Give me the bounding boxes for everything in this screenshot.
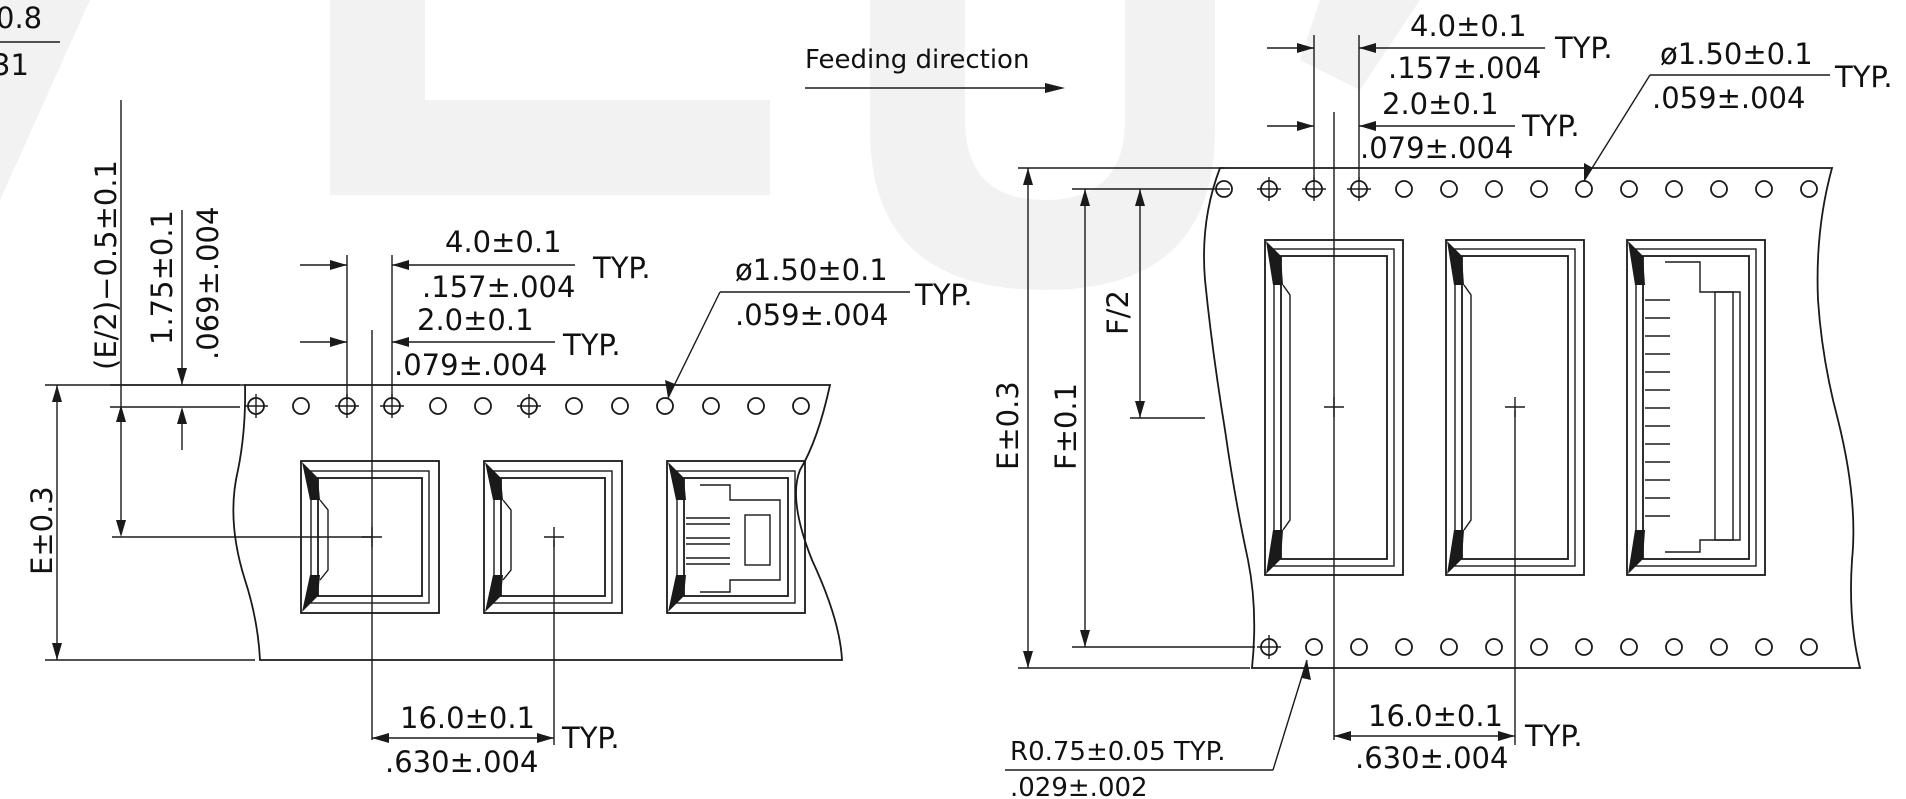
right-bottom-sprocket-holes <box>1257 635 1818 659</box>
left-half-pitch-in: .079±.004 <box>394 348 547 382</box>
right-cavity-pitch-typ: TYP. <box>1524 719 1583 753</box>
feeding-direction-label: Feeding direction <box>805 45 1029 75</box>
left-tape-outline <box>232 384 843 661</box>
right-tape-outline <box>1203 167 1862 669</box>
right-half-f-label: F/2 <box>1101 290 1135 335</box>
left-hole-dia-typ: TYP. <box>914 278 973 312</box>
left-hole-dia-mm: ø1.50±0.1 <box>735 253 888 287</box>
left-half-pitch-mm: 2.0±0.1 <box>417 303 534 337</box>
left-offset-label: (E/2)−0.5±0.1 <box>89 160 123 370</box>
right-pitch-mm: 4.0±0.1 <box>1410 9 1527 43</box>
left-cavity-pitch-mm: 16.0±0.1 <box>400 701 535 735</box>
left-pitch-mm: 4.0±0.1 <box>445 225 562 259</box>
left-clipped-label-1: 0.8 <box>0 1 42 35</box>
left-pitch-in: .157±.004 <box>422 270 575 304</box>
left-half-pitch-typ: TYP. <box>562 328 621 362</box>
right-cavity-3-connector <box>1626 239 1766 576</box>
watermark <box>0 0 1420 290</box>
right-half-pitch-in: .079±.004 <box>1360 131 1513 165</box>
right-f-label: F±0.1 <box>1049 383 1083 470</box>
right-width-label: E±0.3 <box>991 381 1025 470</box>
right-half-pitch-mm: 2.0±0.1 <box>1382 87 1499 121</box>
right-cavity-pitch-in: .630±.004 <box>1355 741 1508 775</box>
right-hole-dia-typ: TYP. <box>1834 60 1893 94</box>
right-radius-in: .029±.002 <box>1010 773 1148 799</box>
right-tape-view: Feeding direction <box>805 9 1893 799</box>
right-hole-dia-mm: ø1.50±0.1 <box>1660 37 1813 71</box>
left-clipped-label-2: 31 <box>0 48 29 82</box>
left-edge-label-mm: 1.75±0.1 <box>145 210 179 345</box>
left-pitch-typ: TYP. <box>592 251 651 285</box>
left-hole-dia-in: .059±.004 <box>735 298 888 332</box>
right-half-pitch-typ: TYP. <box>1521 109 1580 143</box>
left-cavity-pitch-typ: TYP. <box>561 721 620 755</box>
right-radius-mm: R0.75±0.05 TYP. <box>1010 737 1226 767</box>
left-edge-label-in: .069±.004 <box>191 207 225 360</box>
right-cavity-pitch-mm: 16.0±0.1 <box>1368 699 1503 733</box>
left-cavity-pitch-in: .630±.004 <box>385 745 538 779</box>
left-sprocket-holes <box>244 394 810 418</box>
right-top-sprocket-holes <box>1215 177 1818 201</box>
left-width-label: E±0.3 <box>25 486 59 575</box>
right-hole-dia-in: .059±.004 <box>1652 81 1805 115</box>
left-cavity-2 <box>483 460 623 614</box>
right-pitch-typ: TYP. <box>1554 31 1613 65</box>
left-tape-view: 0.8 31 <box>0 1 973 779</box>
right-pitch-in: .157±.004 <box>1388 51 1541 85</box>
left-cavity-3-connector <box>666 460 806 614</box>
